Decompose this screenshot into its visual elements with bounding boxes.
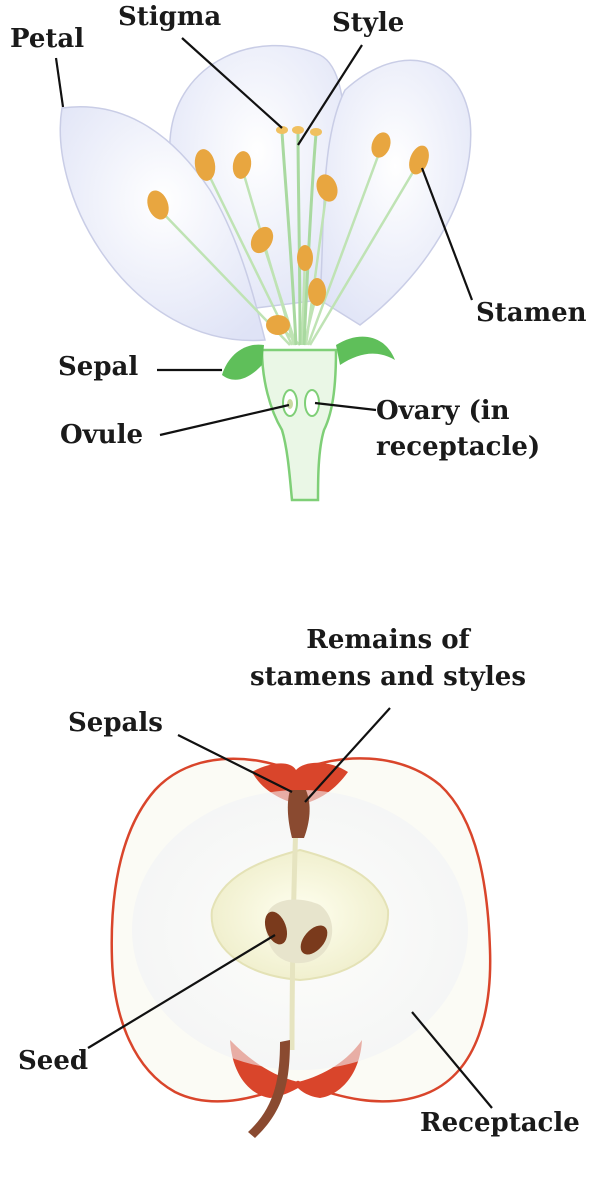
left-petal xyxy=(59,106,266,342)
flower-illustration xyxy=(59,44,472,502)
calyx-remains xyxy=(287,790,310,838)
stigma-1 xyxy=(276,126,288,134)
stigma-leader xyxy=(181,37,283,129)
stamen-leader xyxy=(420,167,474,301)
stigma-3 xyxy=(310,128,322,136)
label-ovary-line2: receptacle) xyxy=(376,432,541,462)
apple-stem xyxy=(248,1040,290,1138)
seed-leader xyxy=(87,934,276,1049)
label-remains-line1: Remains of xyxy=(306,625,470,655)
label-sepal: Sepal xyxy=(58,352,139,382)
receptacle-leader xyxy=(411,1011,493,1109)
seed-1 xyxy=(264,911,288,945)
apple-leader-lines xyxy=(87,707,493,1109)
label-ovary-line1: Ovary (in xyxy=(376,396,510,426)
seed-2 xyxy=(300,925,328,955)
remains-leader xyxy=(304,707,391,803)
style-leader xyxy=(297,44,363,146)
label-petal: Petal xyxy=(10,24,85,54)
sepals-leader xyxy=(177,734,293,793)
ovary-leader xyxy=(314,401,377,412)
apple-illustration xyxy=(110,757,492,1138)
ovule-dot xyxy=(287,399,293,409)
ovule-leader xyxy=(159,403,290,437)
right-petal xyxy=(319,59,472,326)
label-seed: Seed xyxy=(18,1046,89,1076)
label-style: Style xyxy=(332,8,405,38)
petal-leader xyxy=(54,57,65,108)
stigma-2 xyxy=(292,126,304,134)
anthers xyxy=(147,132,429,335)
label-ovule: Ovule xyxy=(60,420,144,450)
apple-skin-bottom xyxy=(230,1040,362,1098)
styles xyxy=(280,131,318,346)
receptacle xyxy=(260,348,338,502)
label-remains-line2: stamens and styles xyxy=(250,662,526,692)
label-receptacle: Receptacle xyxy=(420,1108,580,1138)
label-sepals: Sepals xyxy=(68,708,163,738)
sepal-left xyxy=(222,344,264,380)
sepal-right xyxy=(336,336,395,365)
label-stamen: Stamen xyxy=(476,298,587,328)
flower-leader-lines xyxy=(54,37,474,437)
label-stigma: Stigma xyxy=(118,2,222,32)
